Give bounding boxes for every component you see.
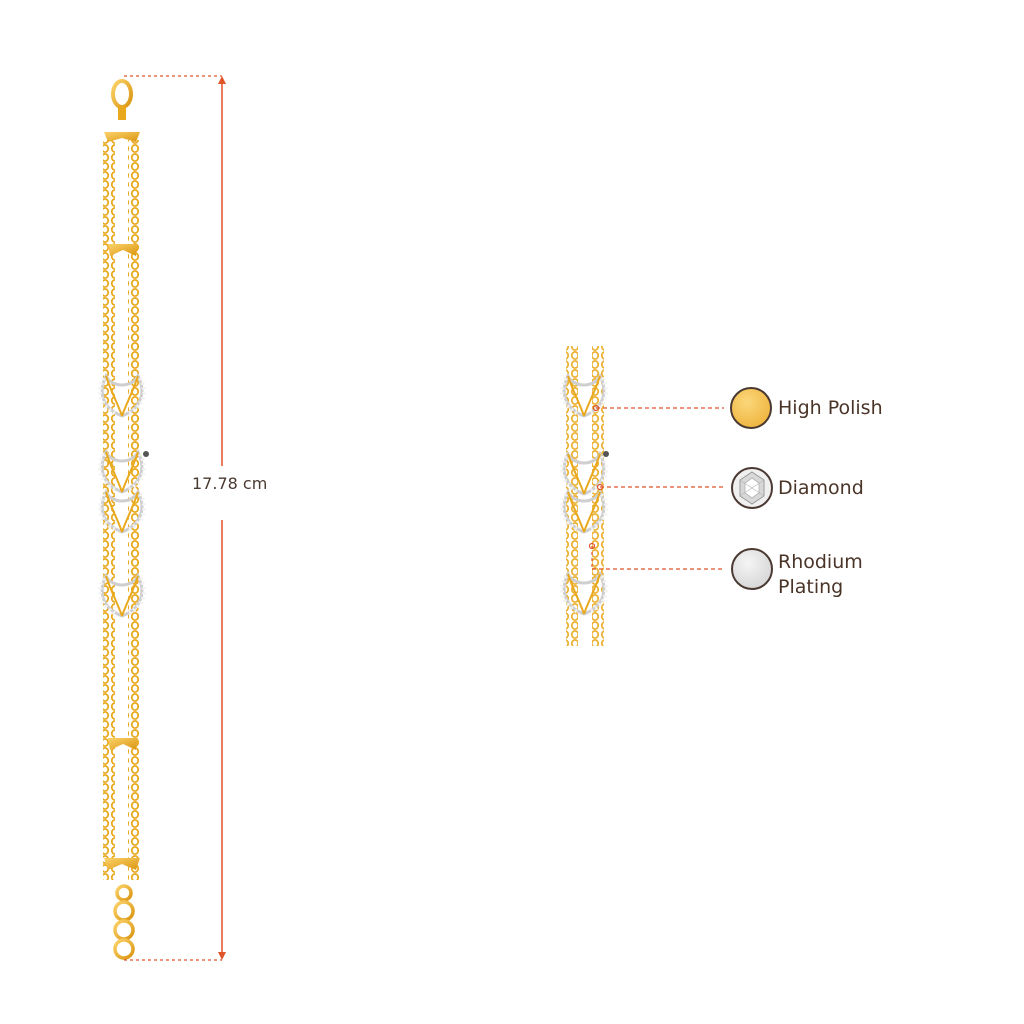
high-polish-swatch-icon — [730, 387, 772, 429]
high-polish-label: High Polish — [778, 397, 883, 419]
chain-right — [128, 140, 140, 880]
connector-link — [108, 244, 138, 256]
length-dimension — [124, 75, 226, 961]
diamond-label: Diamond — [778, 477, 864, 499]
connector-link — [108, 738, 138, 750]
extension-rings — [113, 884, 135, 960]
arrow-up-icon — [218, 76, 226, 84]
bracelet-detail-view — [560, 346, 609, 646]
diamond-stone — [143, 451, 149, 457]
length-label: 17.78 cm — [190, 472, 270, 495]
rhodium-label-line2: Plating — [778, 576, 844, 598]
end-cap-top — [104, 132, 140, 142]
bracelet-full-view — [98, 79, 149, 960]
end-cap-bottom — [104, 858, 140, 870]
diamond-swatch-icon — [731, 467, 773, 509]
lobster-clasp-icon — [111, 79, 133, 120]
rhodium-label-line1: Rhodium — [778, 551, 863, 573]
leader-lines — [588, 404, 724, 570]
rhodium-plating-label: Rhodium Plating — [778, 550, 863, 600]
chain-left — [103, 140, 115, 880]
rhodium-swatch-icon — [731, 548, 773, 590]
arrow-down-icon — [218, 952, 226, 960]
